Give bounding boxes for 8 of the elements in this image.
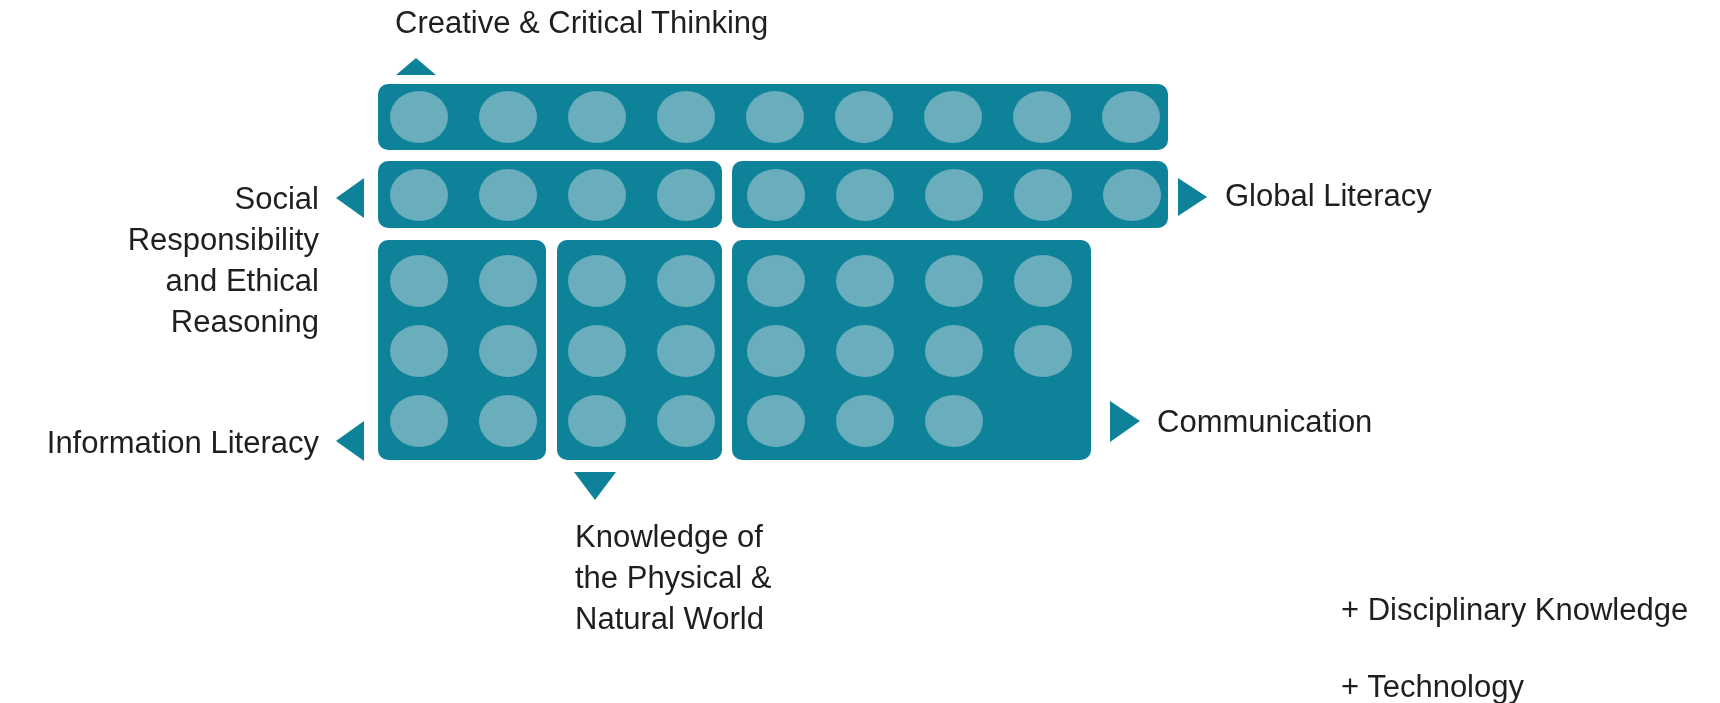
category-label: Social Responsibility and Ethical Reasoning [126, 180, 319, 341]
category-label: + Technology [1341, 668, 1525, 703]
category-label: Global Literacy [1225, 177, 1433, 215]
category-label: Knowledge of the Physical & Natural World [575, 518, 773, 638]
category-label: Creative & Critical Thinking [395, 4, 770, 42]
category-label: Information Literacy [45, 424, 319, 462]
category-label: + Disciplinary Knowledge [1341, 591, 1690, 629]
category-label: Communication [1157, 403, 1374, 441]
